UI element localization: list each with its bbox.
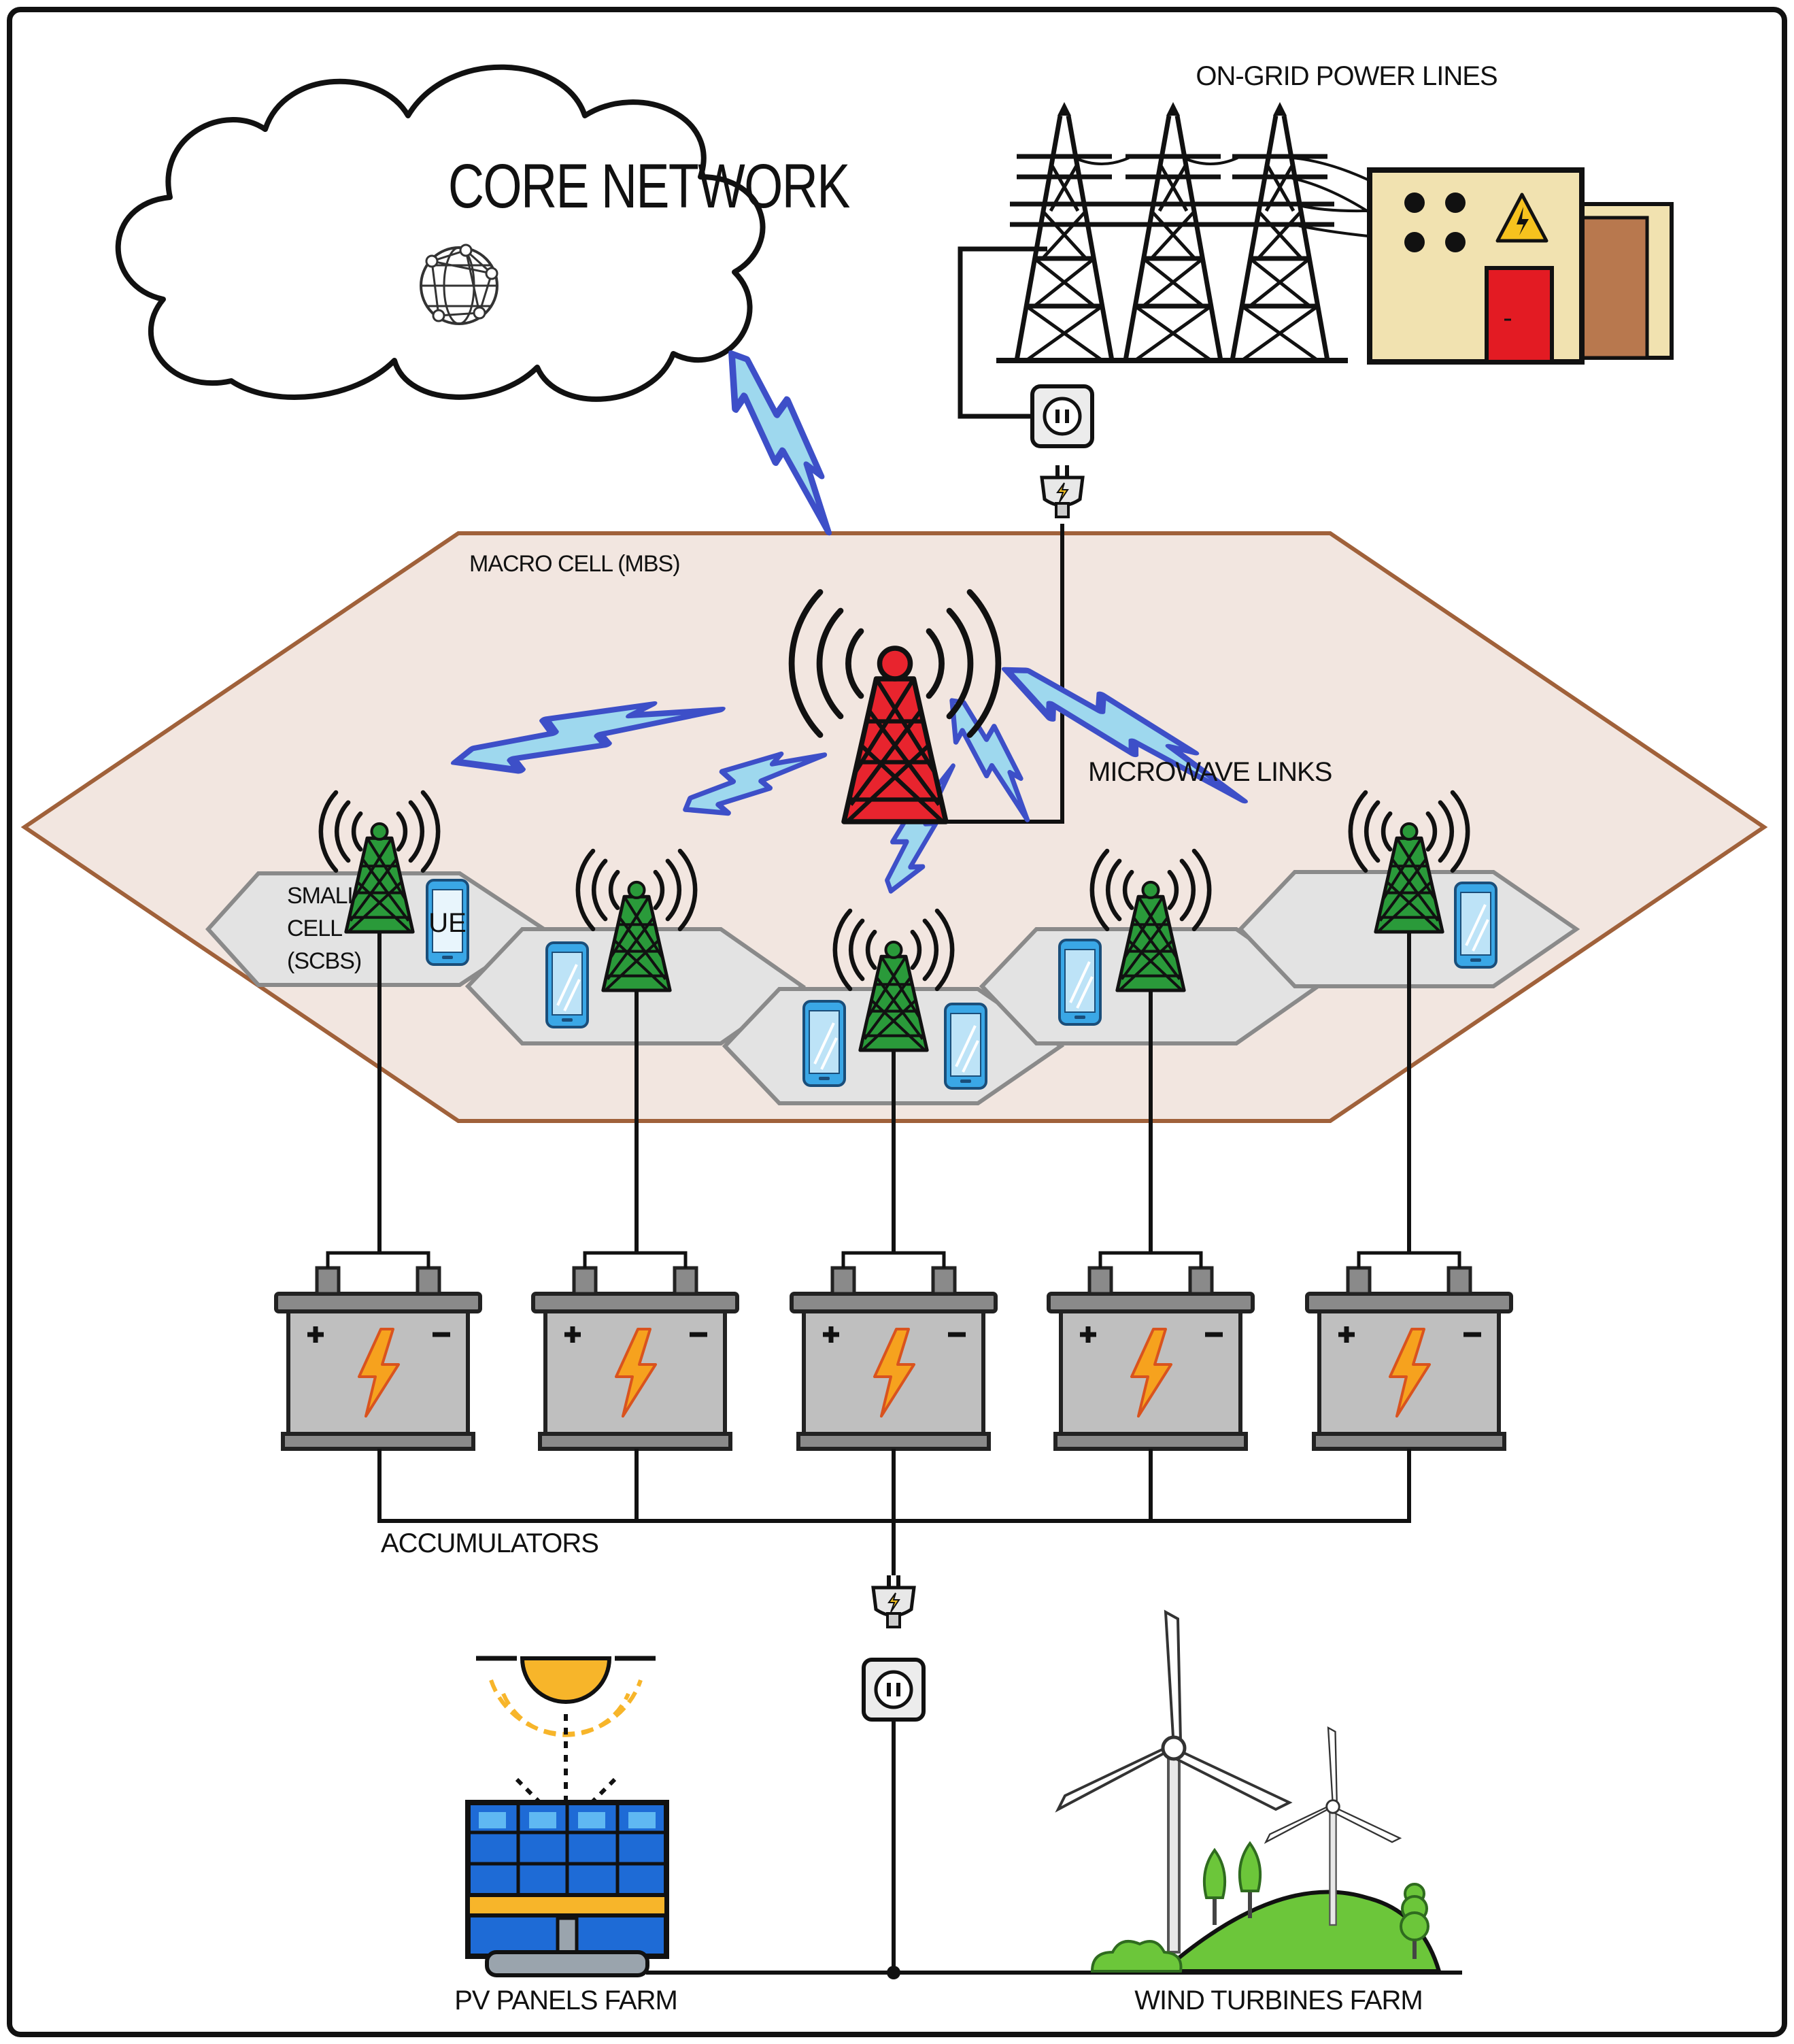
microwave-links-label: MICROWAVE LINKS xyxy=(1088,757,1332,787)
radio-tower-icon xyxy=(318,790,441,932)
user-equipment: UE xyxy=(426,879,1497,1090)
on-grid-power-lines: ON-GRID POWER LINES xyxy=(958,61,1674,517)
grid-wire xyxy=(958,246,1047,419)
core-network: CORE NETWORK xyxy=(115,64,851,402)
mbs-power-wire xyxy=(941,524,1064,824)
smartphone-icon xyxy=(545,941,589,1028)
radio-tower-icon xyxy=(1348,790,1470,932)
outlet-icon xyxy=(1032,386,1092,446)
plug-icon xyxy=(1042,465,1083,517)
smartphone-icon xyxy=(944,1003,987,1090)
sun-icon xyxy=(476,1656,656,1806)
accumulators: ACCUMULATORS xyxy=(276,1253,1511,1575)
scbs-towers xyxy=(318,790,1470,1050)
tree-icon xyxy=(1400,1883,1429,1959)
core-network-label: CORE NETWORK xyxy=(448,151,850,221)
radio-tower-icon xyxy=(788,589,1002,822)
solar-panel-icon xyxy=(465,1800,669,1977)
macro-cell-label: MACRO CELL (MBS) xyxy=(469,551,680,577)
smartphone-icon xyxy=(802,1000,846,1087)
scbs-battery-wires xyxy=(377,932,1411,1253)
cloud-icon xyxy=(115,64,766,402)
battery-bus-wire xyxy=(377,1449,1411,1575)
wind-turbine-icon xyxy=(1058,1612,1289,1952)
radio-tower-icon xyxy=(832,908,955,1050)
wind-turbines-farm-label: WIND TURBINES FARM xyxy=(1134,1986,1423,2015)
diagram-border xyxy=(7,7,1787,2037)
bush-icon xyxy=(1090,1940,1183,1973)
small-cell-label-line3: (SCBS) xyxy=(287,948,361,974)
power-cables xyxy=(1074,156,1452,244)
transmission-tower-icon xyxy=(1105,102,1241,361)
hill xyxy=(1157,1890,1442,1973)
small-cell-label-line1: SMALL xyxy=(287,883,360,909)
tree-icon xyxy=(1202,1849,1227,1926)
pv-panels-farm-label: PV PANELS FARM xyxy=(454,1986,677,2015)
radio-tower-icon xyxy=(575,848,698,990)
junction-dot xyxy=(887,1966,900,1979)
smartphone-icon: UE xyxy=(426,879,469,966)
core-mbs-link xyxy=(691,349,875,533)
power-building-icon xyxy=(1367,167,1674,365)
small-cell-label-line2: CELL xyxy=(287,916,342,941)
battery-icon xyxy=(1049,1253,1253,1449)
pv-panels-farm: PV PANELS FARM xyxy=(454,1656,678,2015)
smartphone-icon xyxy=(1058,939,1102,1026)
globe-network-icon xyxy=(420,244,498,325)
radio-tower-icon xyxy=(1089,848,1212,990)
warning-icon xyxy=(1495,192,1548,243)
plug-icon xyxy=(873,1575,914,1627)
battery-icon xyxy=(533,1253,737,1449)
wind-turbine-icon xyxy=(1264,1726,1402,1926)
accumulators-label: ACCUMULATORS xyxy=(381,1528,598,1558)
wind-turbines-farm: WIND TURBINES FARM xyxy=(1058,1612,1442,2015)
ue-label: UE xyxy=(428,908,467,938)
battery-icon xyxy=(1307,1253,1511,1449)
transmission-tower-icon xyxy=(996,102,1132,361)
smartphone-icon xyxy=(1454,882,1497,969)
battery-icon xyxy=(276,1253,480,1449)
on-grid-power-lines-label: ON-GRID POWER LINES xyxy=(1196,61,1497,91)
battery-icon xyxy=(792,1253,996,1449)
outlet-icon xyxy=(864,1660,924,1720)
